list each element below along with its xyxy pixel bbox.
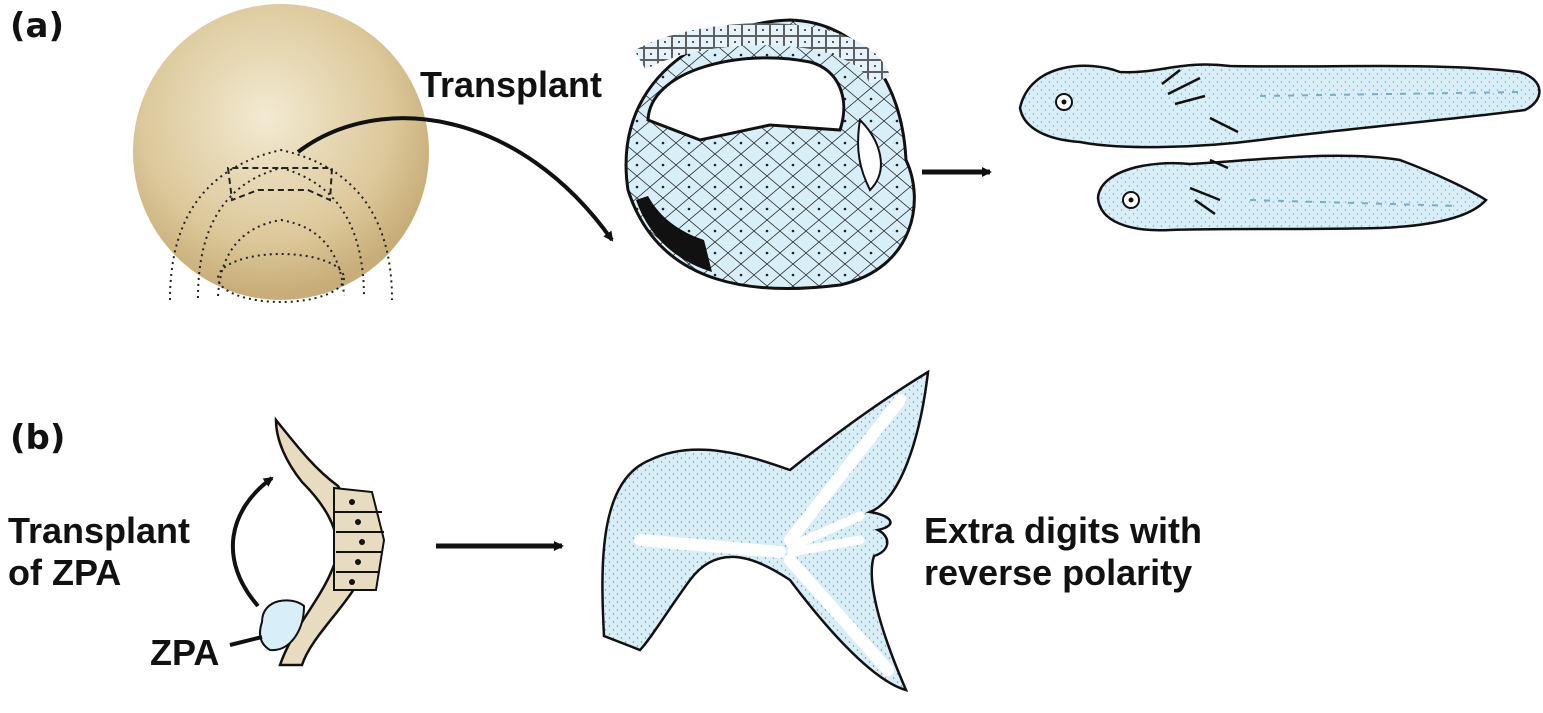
- extra-digits-line1: Extra digits with: [924, 510, 1202, 552]
- limb-bud: [230, 420, 384, 665]
- limb-extra-digits: [602, 372, 928, 690]
- twin-tadpoles: [1020, 64, 1539, 230]
- host-embryo-section: [626, 20, 914, 289]
- transplant-zpa-line2: of ZPA: [8, 552, 190, 594]
- panel-a-label: (a): [10, 6, 64, 46]
- panel-b-label: (b): [10, 418, 65, 458]
- zpa-label: ZPA: [150, 632, 219, 674]
- extra-digits-label: Extra digits with reverse polarity: [924, 510, 1202, 594]
- transplant-arrow-b: [233, 478, 272, 606]
- gastrula-egg: [133, 4, 429, 302]
- transplant-zpa-line1: Transplant: [8, 510, 190, 552]
- extra-digits-line2: reverse polarity: [924, 552, 1202, 594]
- transplant-label-a: Transplant: [420, 64, 602, 106]
- transplant-zpa-label: Transplant of ZPA: [8, 510, 190, 594]
